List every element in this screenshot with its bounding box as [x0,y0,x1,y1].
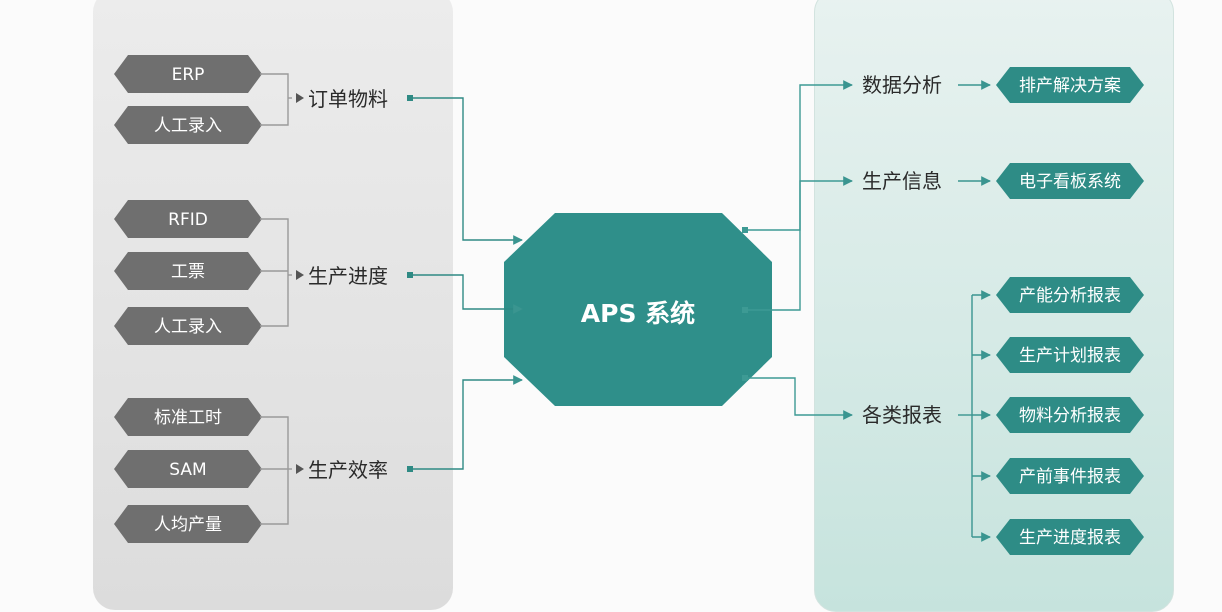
bracket-arrow-icon [296,270,304,280]
input-group: 标准工时 SAM 人均产量 生产效率 [114,375,523,543]
source-node [114,200,262,238]
source-node-label: SAM [169,460,206,480]
aps-flow-diagram: APS 系统 ERP人工录入订单物料RFID工票人工录入生产进度标准工时SAM人… [114,55,1144,555]
connector-line [413,375,523,470]
target-node-label: 产能分析报表 [1019,286,1121,306]
target-node [996,397,1144,433]
target-node-label: 生产进度报表 [1019,528,1121,548]
target-node [996,337,1144,373]
output-label: 数据分析 [862,73,942,97]
input-label: 生产效率 [308,458,388,482]
connector-dot [742,307,748,313]
target-node-label: 电子看板系统 [1019,172,1121,192]
source-node [114,252,262,290]
target-node [996,519,1144,555]
connector-dot [742,375,748,381]
output-group: 生产信息 电子看板系统 [742,163,1144,313]
output-label: 生产信息 [862,169,942,193]
source-node-label: 标准工时 [154,408,222,428]
bracket-line [260,73,289,126]
source-node [114,398,262,436]
target-node [996,277,1144,313]
source-node-label: 工票 [171,262,205,282]
connector-line [748,176,853,311]
source-node [114,307,262,345]
aps-core-label: APS 系统 [581,299,695,328]
source-node-label: RFID [168,210,208,230]
connector-line [413,97,523,245]
connector-dot [742,227,748,233]
bracket-line [260,218,289,327]
source-node-label: 人工录入 [154,317,222,337]
source-node-label: 人工录入 [154,116,222,136]
output-group: 数据分析 排产解决方案 [742,67,1144,233]
output-label: 各类报表 [862,403,942,427]
input-label: 生产进度 [308,264,388,288]
connector-dot [407,95,413,101]
source-node-label: ERP [172,65,205,85]
input-label: 订单物料 [308,87,388,111]
connector-dot [407,272,413,278]
target-node-label: 物料分析报表 [1019,406,1121,426]
source-node-label: 人均产量 [154,515,222,535]
connector-dot [407,466,413,472]
target-node [996,163,1144,199]
connector-line [413,274,523,314]
connector-line [748,80,853,231]
source-node [114,450,262,488]
aps-core-node [504,213,772,406]
source-node [114,505,262,543]
source-node [114,106,262,144]
target-node [996,458,1144,494]
bracket-arrow-icon [296,93,304,103]
source-node [114,55,262,93]
target-node-label: 排产解决方案 [1019,76,1121,96]
input-group: ERP 人工录入 订单物料 [114,55,523,245]
target-node [996,67,1144,103]
bracket-arrow-icon [296,464,304,474]
bracket-line [260,416,289,525]
connector-line [748,377,853,420]
target-node-label: 生产计划报表 [1019,346,1121,366]
target-node-label: 产前事件报表 [1019,467,1121,487]
